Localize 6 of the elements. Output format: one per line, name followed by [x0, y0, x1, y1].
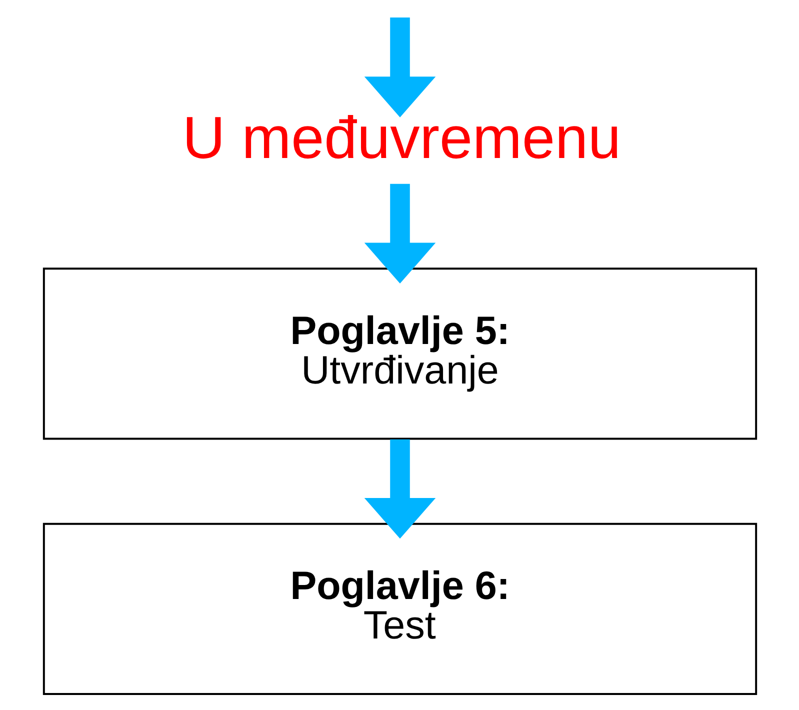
node-text: U međuvremenu — [182, 104, 620, 171]
node-box: Poglavlje 6: Test — [42, 522, 757, 695]
arrow — [364, 439, 436, 539]
node-box: Poglavlje 5: Utvrđivanje — [42, 268, 757, 440]
arrow — [364, 18, 436, 118]
arrow — [364, 184, 436, 284]
